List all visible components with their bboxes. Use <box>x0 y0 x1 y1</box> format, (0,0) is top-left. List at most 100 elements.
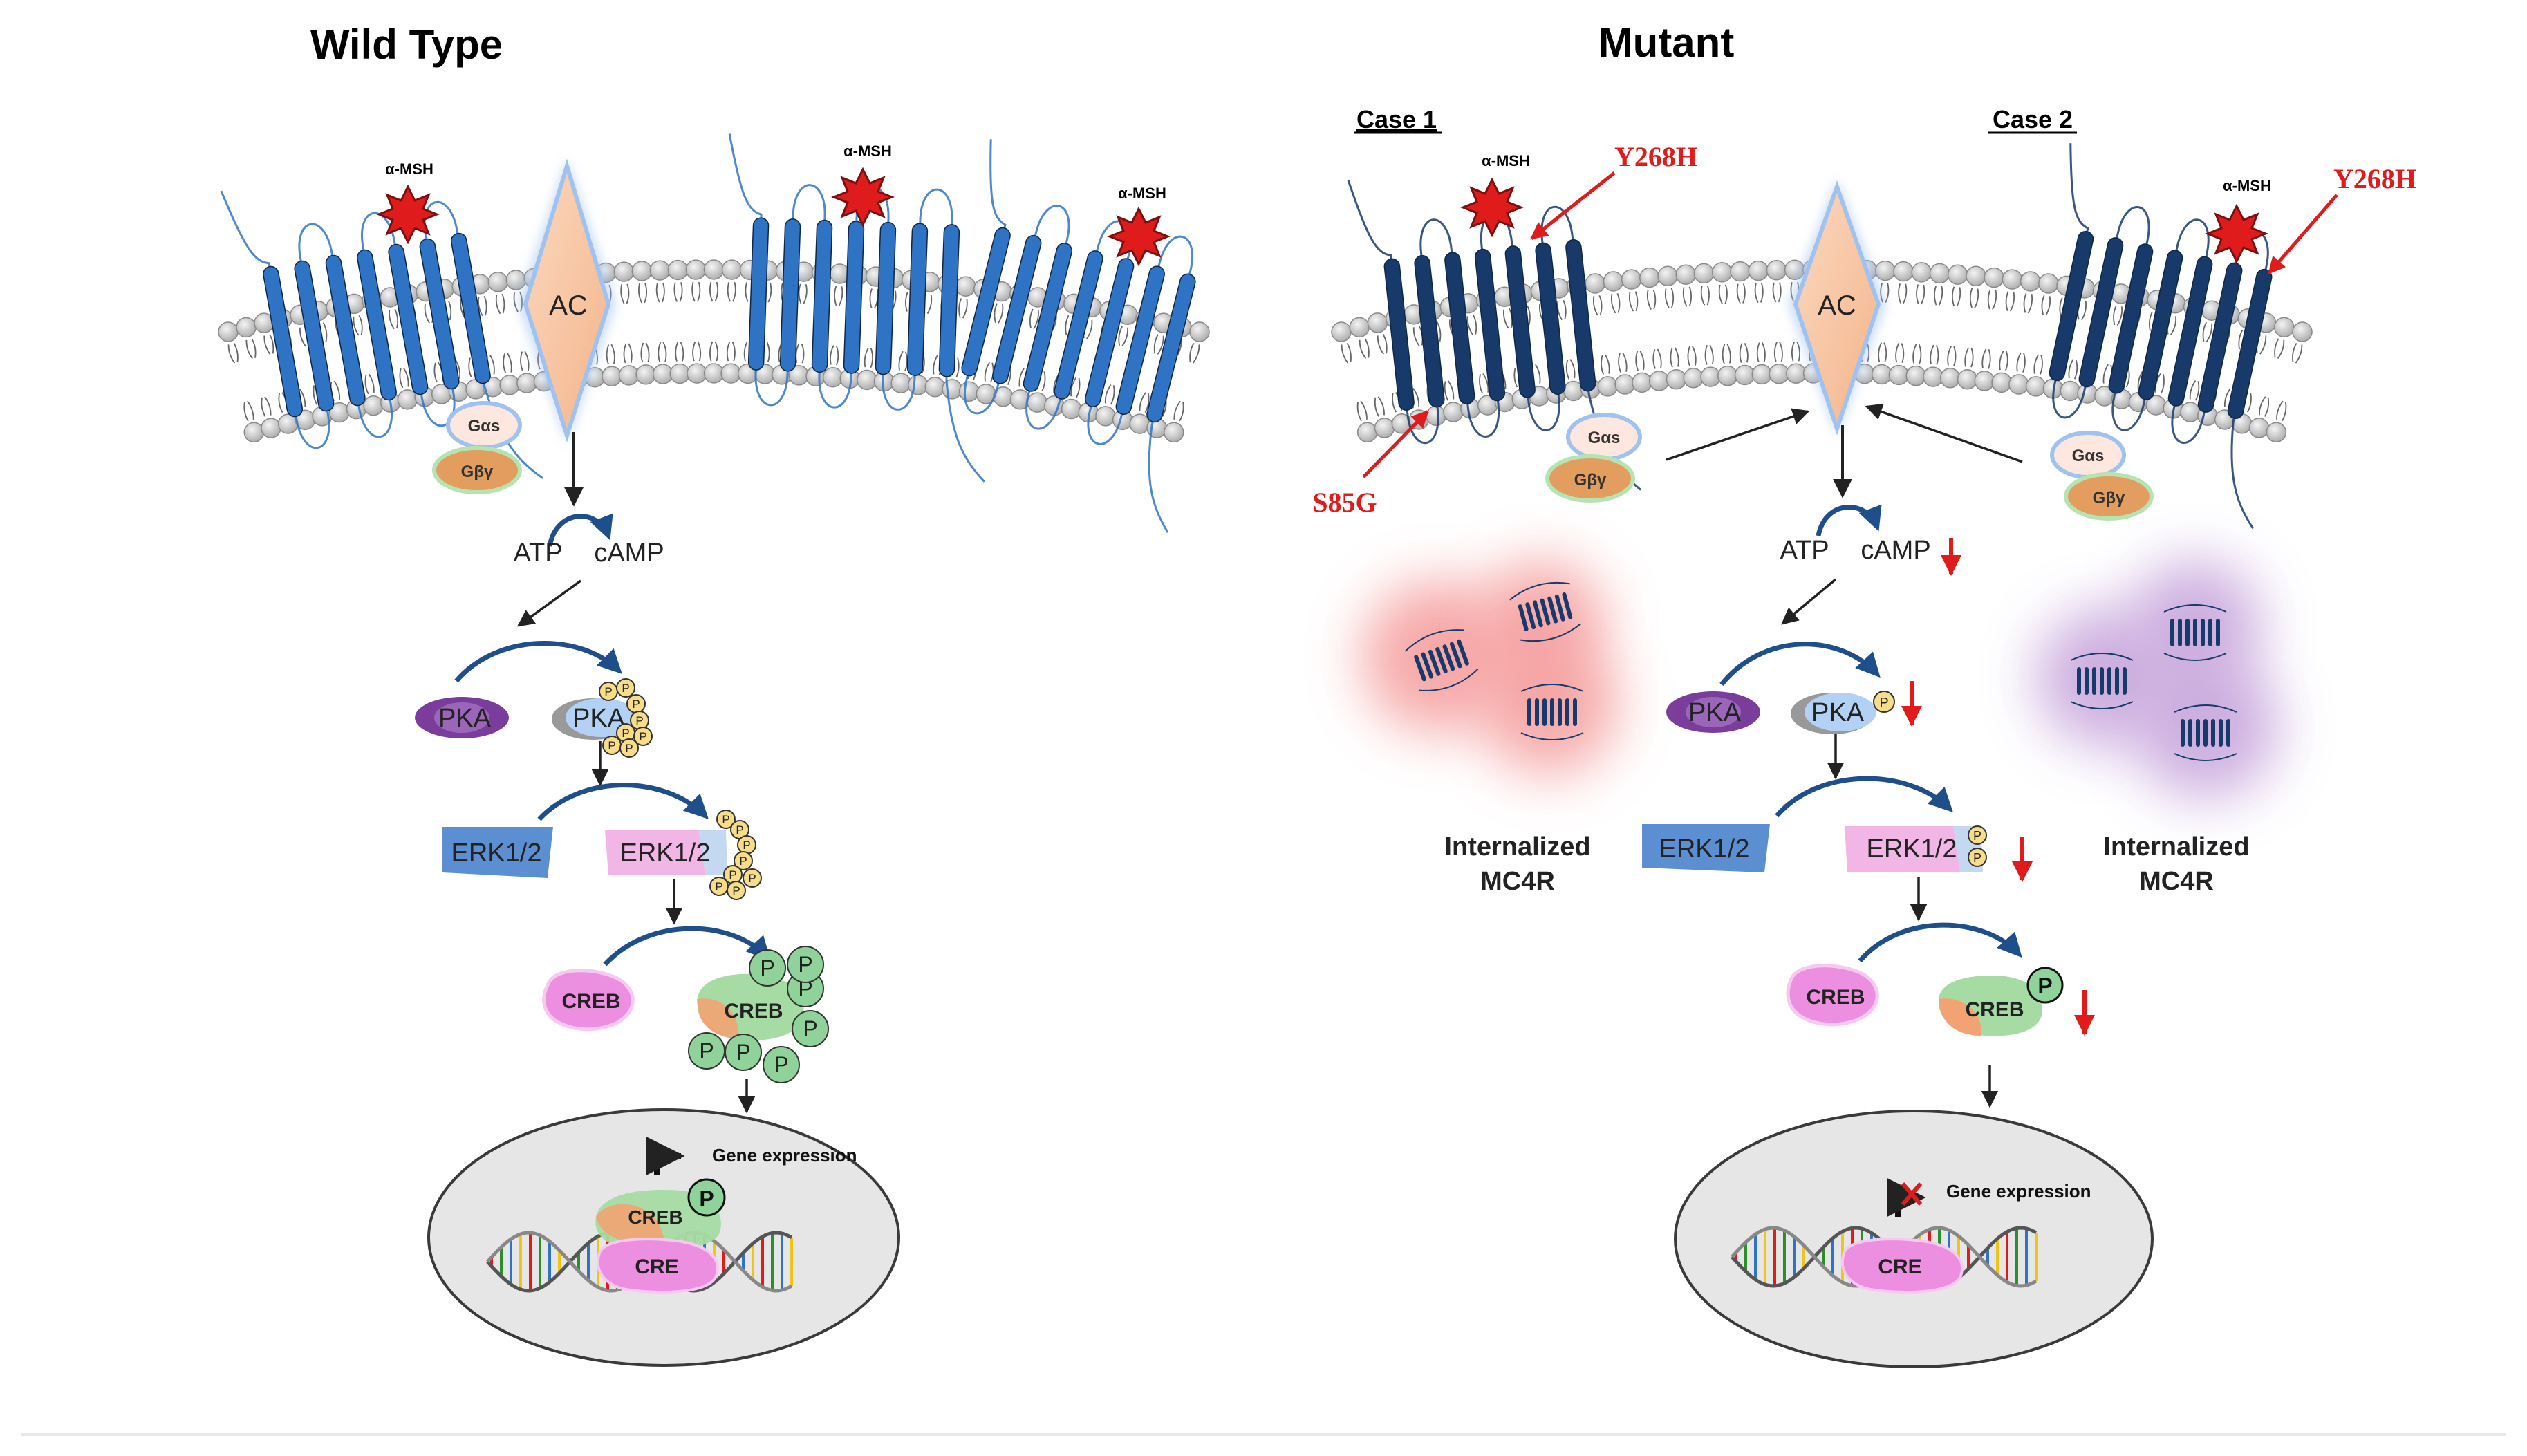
mut-g-betagamma-label-1: Gβγ <box>1574 471 1607 489</box>
wt-creb-inactive: CREB <box>542 969 635 1032</box>
ligand-star-icon <box>2204 203 2269 264</box>
phospho-label: P <box>699 1038 714 1063</box>
mut-pka-activation-curve <box>1719 642 1881 687</box>
wt-pka-active-label: PKA <box>572 704 626 733</box>
ligand-star-icon <box>830 167 895 227</box>
mut-arrow-g2-to-ac <box>1865 403 2023 463</box>
mut-pka-inactive-label: PKA <box>1688 698 1742 727</box>
wt-erk-inactive-label: ERK1/2 <box>451 839 542 868</box>
wt-ligand-3-label: α-MSH <box>1118 185 1166 202</box>
wt-pka-activation-curve <box>454 641 622 683</box>
mut-ligand-2: α-MSH <box>2204 177 2271 264</box>
mutation-y268h-case2-pointer <box>2268 194 2338 274</box>
mut-receptor-case1 <box>1347 179 1642 491</box>
mutation-y268h-case1: Y268H <box>1614 141 1697 172</box>
wt-erk-inactive: ERK1/2 <box>442 827 553 878</box>
wt-g-protein: Gαs Gβγ <box>432 401 522 494</box>
mut-adenylyl-cyclase: AC <box>1789 180 1885 436</box>
ligand-star-icon <box>1106 206 1171 267</box>
case1-label: Case 1 <box>1356 105 1437 133</box>
transcription-blocked-icon <box>1901 1182 1923 1206</box>
wt-erk-active-label: ERK1/2 <box>620 839 711 868</box>
wt-camp-label: cAMP <box>594 539 664 568</box>
internalized-label-1-line1: Internalized <box>1444 832 1590 861</box>
mut-arrow-g1-to-ac <box>1666 408 1810 461</box>
internalized-mc4r-case1 <box>1362 560 1618 774</box>
phospho-label: P <box>604 685 612 698</box>
wild-type-title: Wild Type <box>310 21 503 68</box>
mut-g-alpha-label-1: Gαs <box>1588 429 1621 447</box>
mut-creb-phospho-label: P <box>2038 973 2052 998</box>
mut-cre-label: CRE <box>1878 1256 1921 1278</box>
mutation-y268h-case2: Y268H <box>2333 163 2416 194</box>
phospho-label: P <box>635 714 643 727</box>
mut-creb-activation-curve <box>1858 922 2022 963</box>
phospho-label: P <box>715 880 722 893</box>
mutant-title: Mutant <box>1598 19 1735 66</box>
wt-ligand-1-label: α-MSH <box>385 160 433 178</box>
wt-atp-label: ATP <box>513 539 562 568</box>
wt-receptor-1 <box>220 190 544 479</box>
mut-pka-active: PKA P <box>1791 691 1895 734</box>
mut-creb-inactive-label: CREB <box>1806 986 1865 1009</box>
internalized-label-2-line1: Internalized <box>2103 832 2249 861</box>
mut-erk-activation-curve <box>1775 776 1953 818</box>
mut-erk-active: ERK1/2 P P <box>1845 825 1987 872</box>
mut-atp-label: ATP <box>1780 536 1829 565</box>
wt-gene-expression-label: Gene expression <box>712 1145 857 1166</box>
mut-ac-label: AC <box>1818 290 1856 321</box>
wt-arrow-camp-to-pka <box>517 579 582 627</box>
wt-creb-inactive-label: CREB <box>561 990 620 1013</box>
phospho-label: P <box>774 1052 788 1077</box>
wt-adenylyl-cyclase: AC <box>519 158 615 442</box>
phospho-label: P <box>739 855 747 868</box>
phospho-label: P <box>722 813 729 826</box>
phospho-label: P <box>625 742 633 755</box>
phospho-label: P <box>748 872 756 885</box>
phospho-label: P <box>608 739 615 752</box>
mut-g-protein-case1: Gαs Gβγ <box>1545 413 1642 503</box>
mut-ligand-1: α-MSH <box>1460 152 1530 238</box>
mut-atp-to-camp-curve <box>1816 504 1882 536</box>
wt-transcription-start-arrow <box>646 1137 685 1175</box>
wt-pka-inactive-label: PKA <box>438 704 492 733</box>
phospho-label: P <box>622 682 629 695</box>
wt-ligand-2-label: α-MSH <box>843 142 892 160</box>
mut-creb-inactive: CREB <box>1786 964 1879 1027</box>
mutation-s85g-pointer <box>1362 410 1429 478</box>
wt-ligand-1: α-MSH <box>375 160 440 245</box>
wt-atp-to-camp-curve <box>547 513 613 547</box>
mut-g-alpha-label-2: Gαs <box>2072 447 2105 465</box>
phospho-label: P <box>798 952 812 977</box>
phospho-label: P <box>632 698 640 711</box>
mut-creb-phospho <box>2026 967 2064 1004</box>
mut-receptor-case2 <box>2049 143 2273 530</box>
phospho-label: P <box>743 839 750 852</box>
mut-creb-active: CREB P <box>1939 967 2064 1036</box>
wt-nucleus: CREB P CRE Gene expression <box>427 1108 900 1367</box>
phospho-label: P <box>639 730 646 743</box>
wt-g-betagamma-label: Gβγ <box>461 463 494 481</box>
mut-camp-label: cAMP <box>1861 536 1930 565</box>
wt-ac-label: AC <box>549 290 588 321</box>
wt-g-alpha-label: Gαs <box>468 417 501 436</box>
mut-pka-phospho <box>1873 691 1895 713</box>
wt-ligand-2: α-MSH <box>830 142 895 227</box>
mutation-s85g: S85G <box>1312 487 1377 518</box>
wt-pka-inactive: PKA <box>415 697 509 738</box>
mut-pka-phospho-label: P <box>1879 696 1888 711</box>
wt-nucleus-phospho-label: P <box>699 1186 714 1211</box>
internalized-mc4r-case2 <box>2036 560 2278 799</box>
mut-pka-active-label: PKA <box>1811 698 1865 727</box>
wt-receptor-3 <box>961 139 1196 533</box>
ligand-star-icon <box>375 184 440 245</box>
mut-erk-phospho-1-label: P <box>1973 829 1981 843</box>
mut-erk-inactive: ERK1/2 <box>1642 824 1770 872</box>
phospho-label: P <box>729 868 736 881</box>
internalized-label-1-line2: MC4R <box>1480 867 1555 896</box>
wt-receptor-2 <box>728 133 985 483</box>
